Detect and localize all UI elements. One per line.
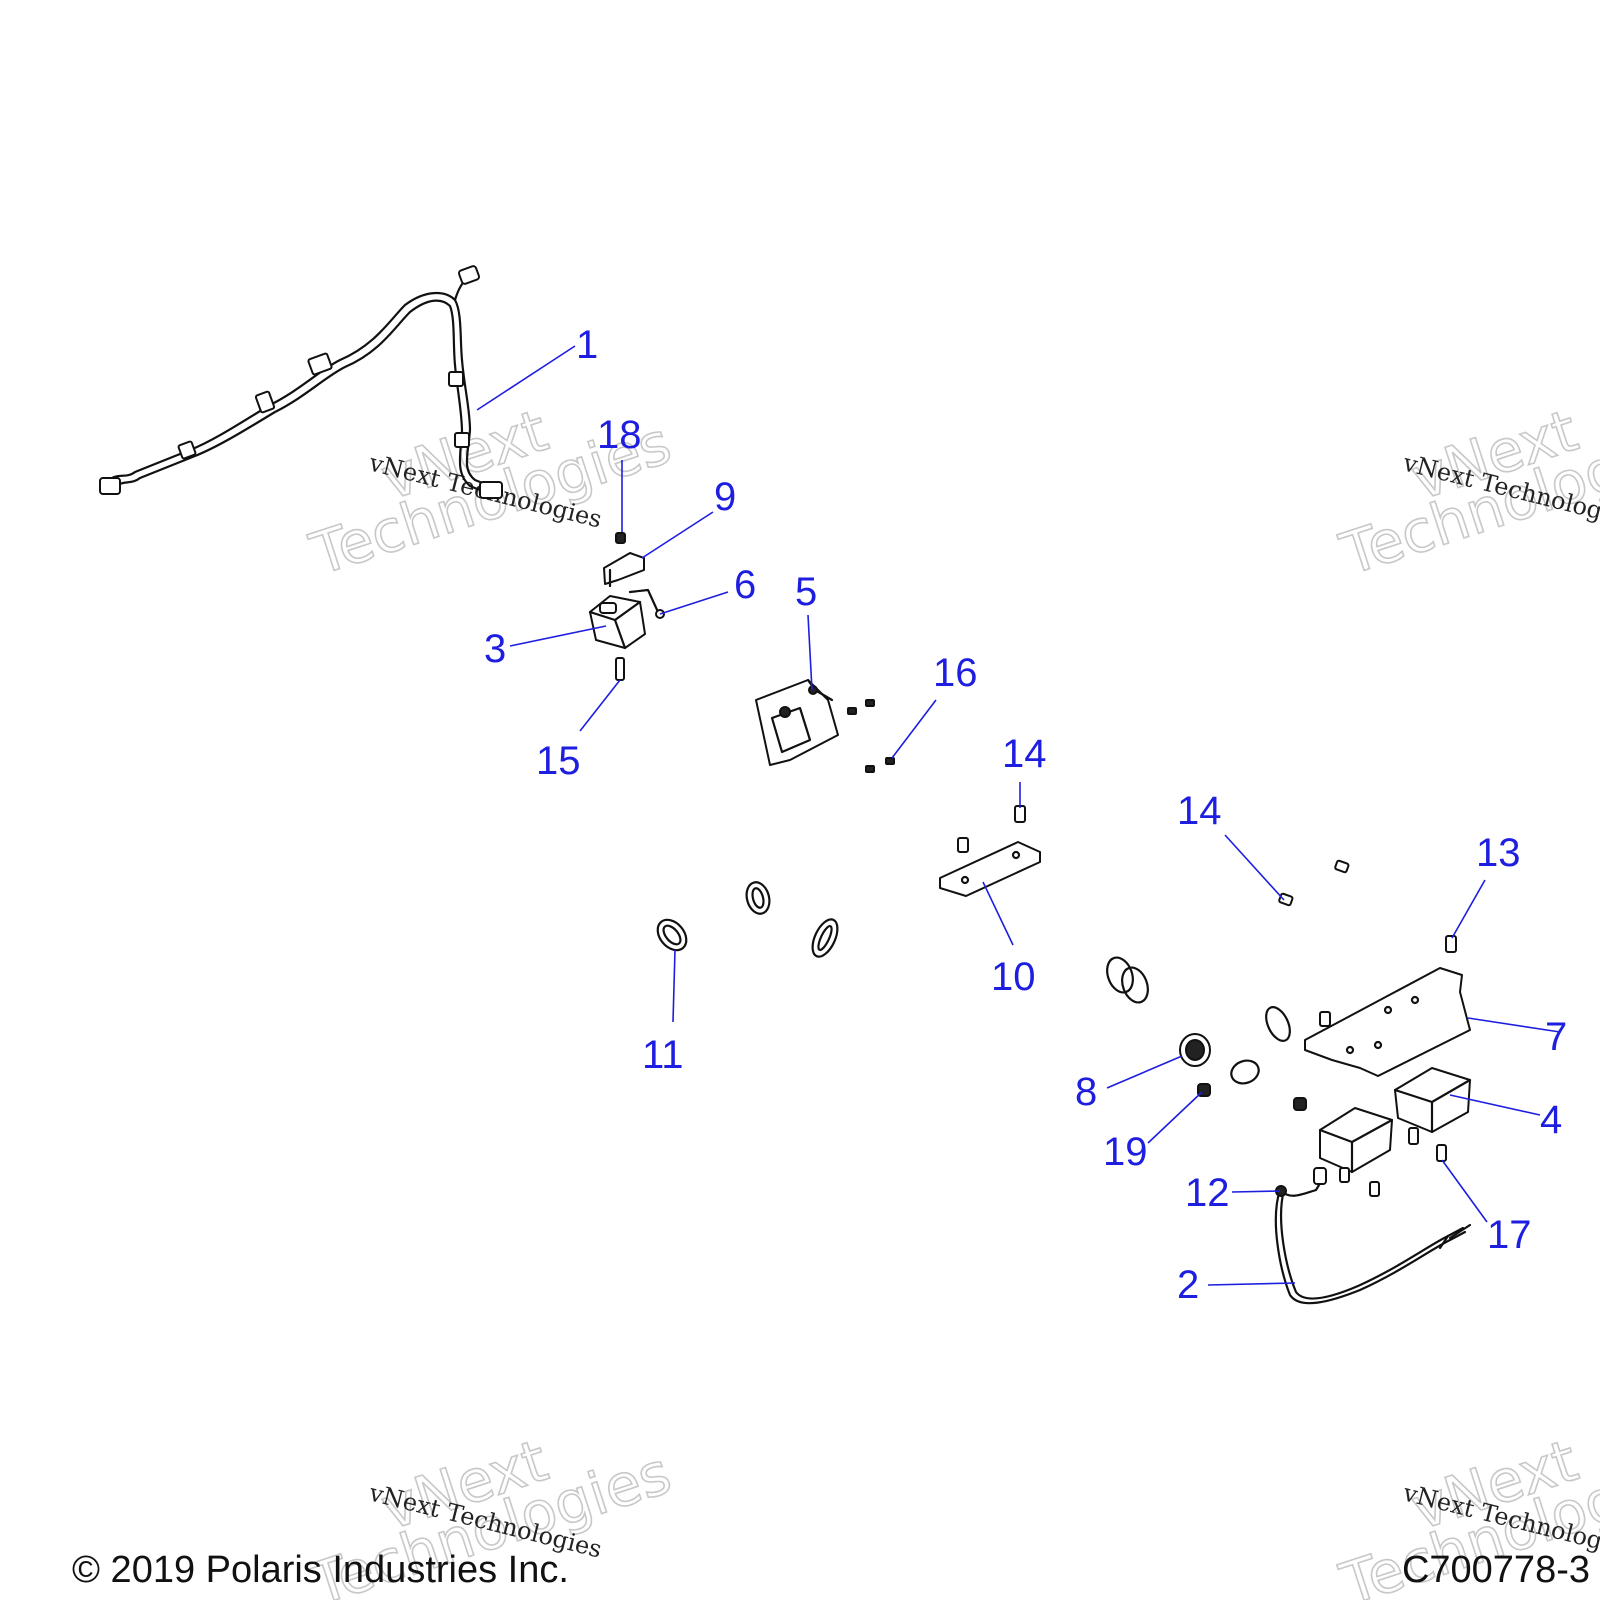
part-grommets-misc: [1106, 956, 1291, 1085]
callout-16: 16: [933, 651, 978, 695]
part-grommet-8: [1179, 1033, 1211, 1067]
callout-18: 18: [597, 413, 642, 457]
callout-10: 10: [991, 955, 1036, 999]
part-screws-17: [1339, 1127, 1447, 1197]
callout-1: 1: [576, 323, 598, 367]
part-screw-14a: [957, 805, 1026, 853]
part-screw-13: [1445, 935, 1457, 953]
callout-4: 4: [1540, 1098, 1562, 1142]
callout-3: 3: [484, 627, 506, 671]
callouts: 1 2 3 4 5 6 7 8 9 10 11 12 13 14 14 15 1…: [484, 323, 1567, 1307]
part-bracket-7: [1304, 967, 1471, 1077]
callout-12: 12: [1185, 1171, 1230, 1215]
part-screw-14b: [1278, 859, 1350, 907]
callout-13: 13: [1476, 831, 1521, 875]
callout-17: 17: [1487, 1213, 1532, 1257]
callout-19: 19: [1103, 1130, 1148, 1174]
watermark-top-right: vNext Technologies vNext Technologies: [1332, 395, 1600, 589]
part-plate-10: [939, 841, 1041, 897]
part-nut-18: [615, 532, 626, 544]
callout-8: 8: [1075, 1070, 1097, 1114]
callout-2: 2: [1177, 1263, 1199, 1307]
callout-14-upper: 14: [1002, 732, 1047, 776]
callout-9: 9: [714, 475, 736, 519]
part-bracket-9: [603, 552, 645, 588]
callout-15: 15: [536, 739, 581, 783]
part-module-3: [588, 595, 646, 650]
leader-lines: [476, 345, 1561, 1286]
callout-11: 11: [642, 1033, 684, 1077]
part-grommets-11: [656, 881, 839, 958]
callout-5: 5: [795, 570, 817, 614]
part-ecu-5: [755, 678, 839, 766]
callout-6: 6: [734, 563, 756, 607]
copyright-notice: © 2019 Polaris Industries Inc.: [72, 1549, 569, 1591]
drawing-number: C700778-3: [1402, 1549, 1590, 1591]
part-screw-15: [615, 657, 625, 681]
part-nut-19: [1197, 1083, 1307, 1111]
part-nuts-16: [847, 699, 895, 773]
callout-7: 7: [1545, 1015, 1567, 1059]
part-wire-harness: [99, 265, 503, 499]
part-controller-4: [1318, 1067, 1472, 1174]
callout-14-lower: 14: [1177, 789, 1222, 833]
